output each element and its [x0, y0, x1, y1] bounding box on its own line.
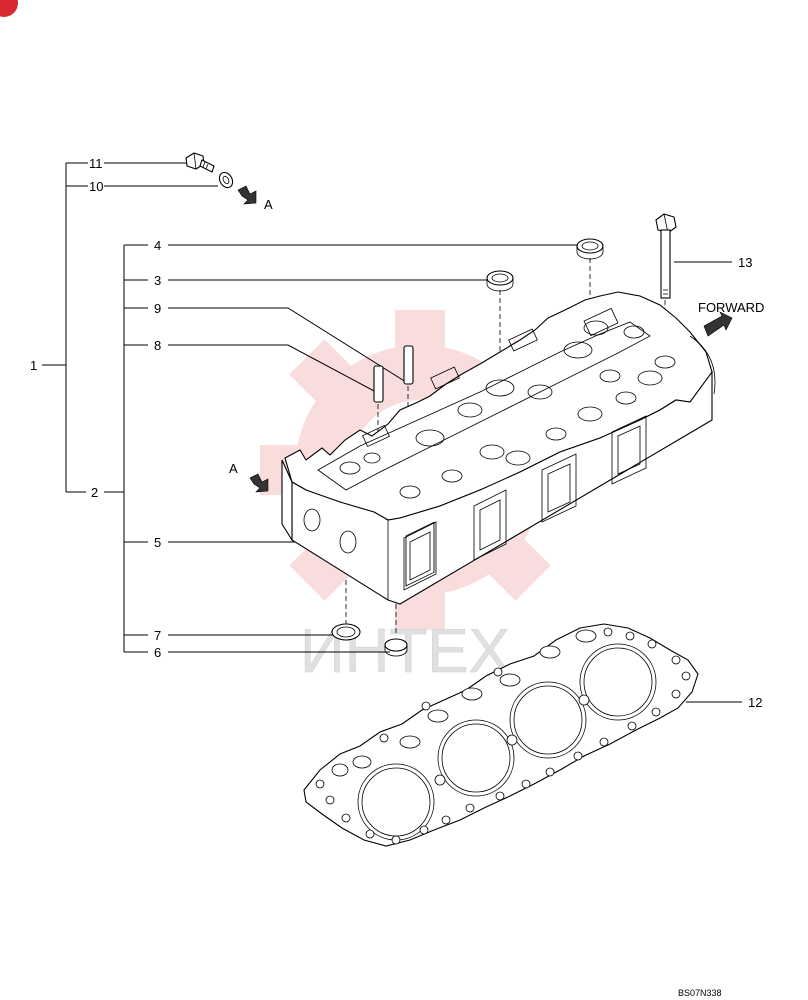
corner-badge	[0, 0, 18, 17]
callout-4: 4	[154, 238, 161, 253]
callout-10: 10	[89, 179, 103, 194]
callout-7: 7	[154, 628, 161, 643]
callout-12: 12	[748, 695, 762, 710]
callout-9: 9	[154, 301, 161, 316]
callout-8: 8	[154, 338, 161, 353]
view-arrow-upper	[237, 185, 257, 205]
plug-part-6	[384, 604, 408, 657]
view-label-upper: A	[264, 197, 273, 212]
callout-3: 3	[154, 273, 161, 288]
callout-5: 5	[154, 535, 161, 550]
bolt-part-11	[185, 152, 215, 173]
plug-part-7	[331, 580, 361, 641]
leader-lines	[42, 162, 742, 703]
pin-part-8	[373, 365, 384, 480]
drawing-code: BS07N338	[678, 988, 722, 998]
callout-1: 1	[30, 358, 37, 373]
washer-part-10	[218, 171, 234, 189]
cylinder-head-part-5	[281, 291, 716, 605]
callout-11: 11	[89, 156, 103, 171]
callout-2: 2	[91, 485, 98, 500]
view-label-lower: A	[229, 461, 238, 476]
callout-6: 6	[154, 645, 161, 660]
forward-label: FORWARD	[698, 300, 764, 315]
pin-part-9	[403, 345, 414, 480]
callout-13: 13	[738, 255, 752, 270]
forward-arrow-icon	[703, 311, 733, 337]
view-arrow-lower	[249, 473, 269, 493]
head-gasket-part-12	[303, 623, 699, 847]
